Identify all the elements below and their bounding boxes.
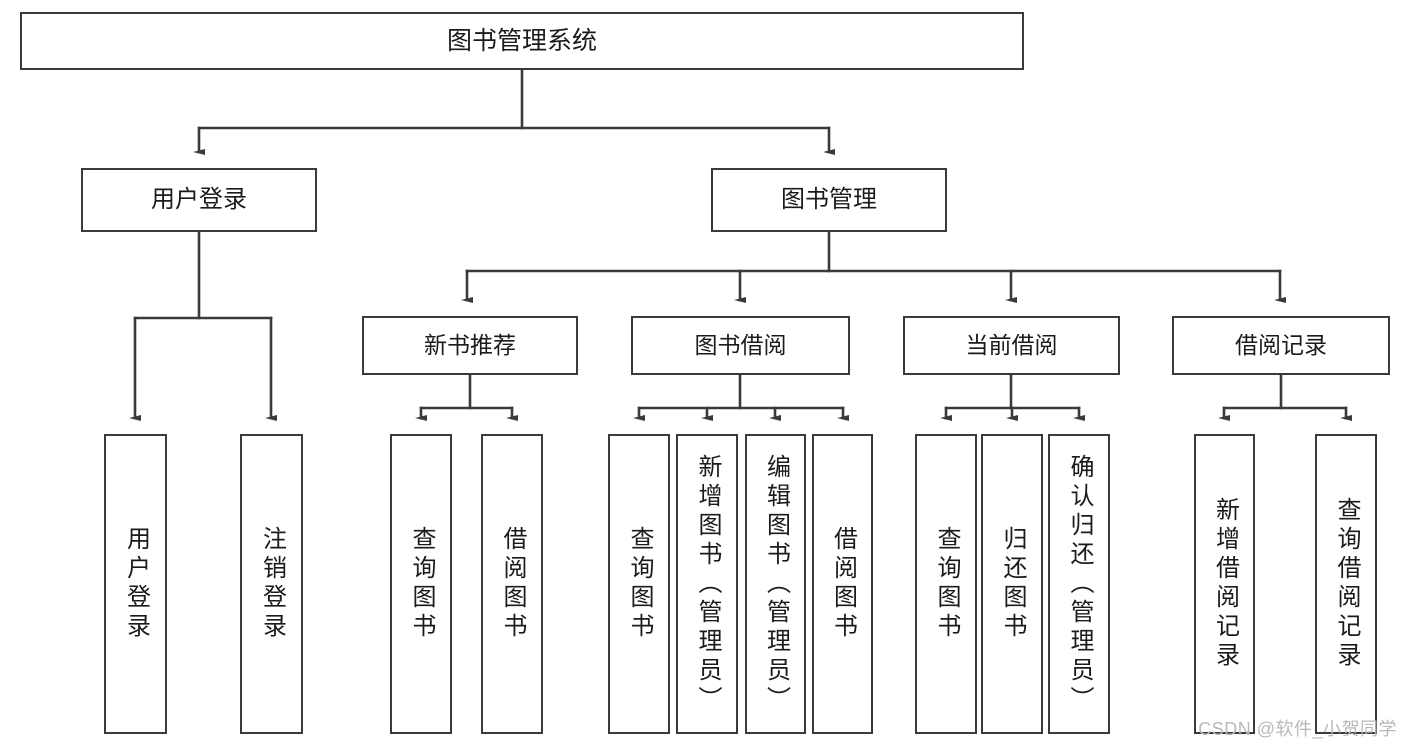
leaf-recommend-query-book-label: 查询图书 <box>408 526 435 642</box>
node-user-login-label: 用户登录 <box>151 185 247 213</box>
node-borrow-record[interactable]: 借阅记录 <box>1172 316 1390 375</box>
leaf-borrow-edit-book[interactable]: 编辑图书（管理员） <box>745 434 806 734</box>
node-borrow-record-label: 借阅记录 <box>1235 331 1327 358</box>
leaf-user-login-label: 用户登录 <box>122 526 150 642</box>
node-book-management-label: 图书管理 <box>781 185 877 213</box>
leaf-current-query-book-label: 查询图书 <box>933 526 960 642</box>
node-user-login[interactable]: 用户登录 <box>81 168 317 232</box>
node-new-book-recommend-label: 新书推荐 <box>424 331 516 358</box>
leaf-current-return-book[interactable]: 归还图书 <box>981 434 1043 734</box>
leaf-record-add[interactable]: 新增借阅记录 <box>1194 434 1255 734</box>
leaf-borrow-add-book[interactable]: 新增图书（管理员） <box>676 434 738 734</box>
leaf-borrow-query-book[interactable]: 查询图书 <box>608 434 670 734</box>
leaf-borrow-borrow-book[interactable]: 借阅图书 <box>812 434 873 734</box>
leaf-current-return-book-label: 归还图书 <box>999 526 1026 642</box>
node-current-borrow[interactable]: 当前借阅 <box>903 316 1120 375</box>
leaf-user-logout[interactable]: 注销登录 <box>240 434 303 734</box>
leaf-borrow-edit-book-label: 编辑图书（管理员） <box>762 453 790 715</box>
leaf-record-query-label: 查询借阅记录 <box>1333 497 1360 671</box>
leaf-user-login[interactable]: 用户登录 <box>104 434 167 734</box>
node-root-label: 图书管理系统 <box>446 27 597 55</box>
leaf-record-add-label: 新增借阅记录 <box>1211 497 1239 671</box>
leaf-recommend-borrow-book[interactable]: 借阅图书 <box>481 434 543 734</box>
leaf-record-query[interactable]: 查询借阅记录 <box>1315 434 1377 734</box>
leaf-borrow-query-book-label: 查询图书 <box>626 526 653 642</box>
node-new-book-recommend[interactable]: 新书推荐 <box>362 316 578 375</box>
leaf-current-query-book[interactable]: 查询图书 <box>915 434 977 734</box>
leaf-recommend-borrow-book-label: 借阅图书 <box>499 526 526 642</box>
node-book-borrow[interactable]: 图书借阅 <box>631 316 850 375</box>
leaf-borrow-borrow-book-label: 借阅图书 <box>829 526 857 642</box>
node-root[interactable]: 图书管理系统 <box>20 12 1024 70</box>
leaf-user-logout-label: 注销登录 <box>258 526 286 642</box>
node-book-management[interactable]: 图书管理 <box>711 168 947 232</box>
connector-lines <box>129 68 1352 421</box>
leaf-recommend-query-book[interactable]: 查询图书 <box>390 434 452 734</box>
node-current-borrow-label: 当前借阅 <box>965 331 1058 358</box>
node-book-borrow-label: 图书借阅 <box>694 331 787 358</box>
leaf-current-confirm-return[interactable]: 确认归还（管理员） <box>1048 434 1110 734</box>
leaf-current-confirm-return-label: 确认归还（管理员） <box>1066 453 1093 715</box>
leaf-borrow-add-book-label: 新增图书（管理员） <box>694 453 721 715</box>
